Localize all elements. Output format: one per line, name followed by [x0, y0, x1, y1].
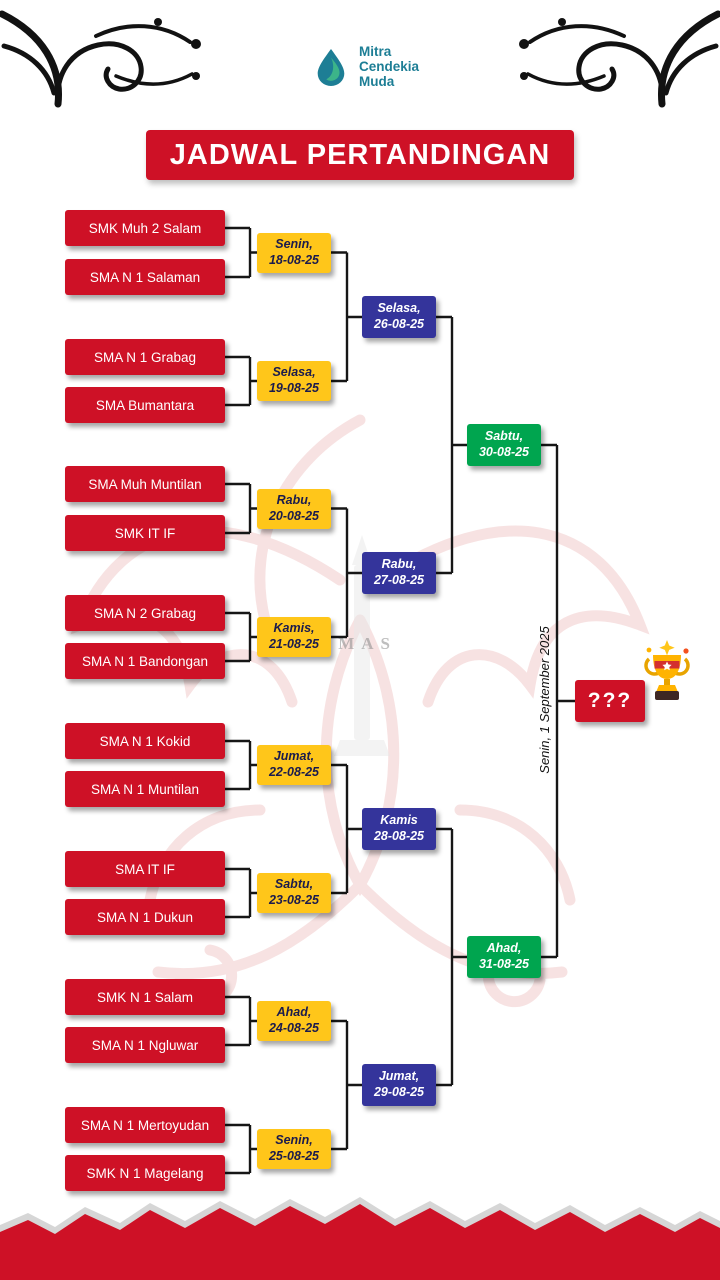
team-box: SMA N 1 Grabag [65, 339, 225, 375]
round2-date-box: Rabu, 27-08-25 [362, 552, 436, 594]
match-day: Ahad, [276, 1005, 312, 1020]
team-box: SMA N 1 Kokid [65, 723, 225, 759]
semifinal-date-box: Sabtu, 30-08-25 [467, 424, 541, 466]
brand-logo: Mitra Cendekia Muda [312, 44, 419, 89]
match-date: 18-08-25 [268, 253, 320, 267]
match-date: 25-08-25 [268, 1149, 320, 1163]
match-day: Jumat, [378, 1069, 420, 1084]
match-day: Sabtu, [484, 429, 524, 444]
match-day: Rabu, [381, 557, 417, 572]
team-box: SMK IT IF [65, 515, 225, 551]
logo-line3: Muda [359, 74, 395, 90]
match-day: Senin, [275, 237, 313, 252]
match-day: Ahad, [486, 941, 522, 956]
team-box: SMA Bumantara [65, 387, 225, 423]
match-day: Selasa, [272, 365, 316, 380]
match-date: 20-08-25 [268, 509, 320, 523]
match-date: 26-08-25 [373, 317, 425, 331]
team-box: SMK N 1 Magelang [65, 1155, 225, 1191]
round1-date-box: Senin, 18-08-25 [257, 233, 331, 273]
match-date: 27-08-25 [373, 573, 425, 587]
logo-line2: Cendekia [359, 59, 420, 75]
match-date: 22-08-25 [268, 765, 320, 779]
team-box: SMA N 1 Mertoyudan [65, 1107, 225, 1143]
team-box: SMA N 1 Salaman [65, 259, 225, 295]
team-box: SMK Muh 2 Salam [65, 210, 225, 246]
match-date: 28-08-25 [373, 829, 425, 843]
corner-flourish-right-icon [519, 10, 720, 108]
round1-date-box: Rabu, 20-08-25 [257, 489, 331, 529]
match-date: 30-08-25 [478, 445, 530, 459]
match-date: 19-08-25 [268, 381, 320, 395]
champion-box: ??? [575, 680, 645, 722]
team-box: SMA IT IF [65, 851, 225, 887]
match-date: 29-08-25 [373, 1085, 425, 1099]
team-box: SMA N 1 Ngluwar [65, 1027, 225, 1063]
round1-date-box: Senin, 25-08-25 [257, 1129, 331, 1169]
round1-date-box: Selasa, 19-08-25 [257, 361, 331, 401]
trophy-icon [644, 640, 690, 700]
team-box: SMA N 2 Grabag [65, 595, 225, 631]
final-date-label: Senin, 1 September 2025 [537, 626, 552, 774]
round2-date-box: Jumat, 29-08-25 [362, 1064, 436, 1106]
team-box: SMA N 1 Muntilan [65, 771, 225, 807]
match-day: Kamis, [273, 621, 315, 636]
round2-date-box: Kamis 28-08-25 [362, 808, 436, 850]
logo-text: Mitra Cendekia Muda [359, 44, 419, 89]
match-day: Jumat, [273, 749, 315, 764]
team-box: SMA N 1 Bandongan [65, 643, 225, 679]
round1-date-box: Sabtu, 23-08-25 [257, 873, 331, 913]
round2-date-box: Selasa, 26-08-25 [362, 296, 436, 338]
team-box: SMA N 1 Dukun [65, 899, 225, 935]
round1-date-box: Kamis, 21-08-25 [257, 617, 331, 657]
match-date: 31-08-25 [478, 957, 530, 971]
match-day: Senin, [275, 1133, 313, 1148]
match-date: 24-08-25 [268, 1021, 320, 1035]
match-date: 23-08-25 [268, 893, 320, 907]
match-date: 21-08-25 [268, 637, 320, 651]
logo-line1: Mitra [359, 44, 392, 59]
match-day: Sabtu, [274, 877, 314, 892]
team-box: SMA Muh Muntilan [65, 466, 225, 502]
match-day: Selasa, [377, 301, 421, 316]
logo-drop-icon [317, 48, 345, 86]
round1-date-box: Ahad, 24-08-25 [257, 1001, 331, 1041]
torn-paper-edge [0, 1197, 720, 1280]
round1-date-box: Jumat, 22-08-25 [257, 745, 331, 785]
match-day: Rabu, [276, 493, 312, 508]
match-day: Kamis [380, 813, 418, 828]
team-box: SMK N 1 Salam [65, 979, 225, 1015]
semifinal-date-box: Ahad, 31-08-25 [467, 936, 541, 978]
corner-flourish-left-icon [0, 10, 201, 108]
page-title: JADWAL PERTANDINGAN [146, 130, 574, 180]
